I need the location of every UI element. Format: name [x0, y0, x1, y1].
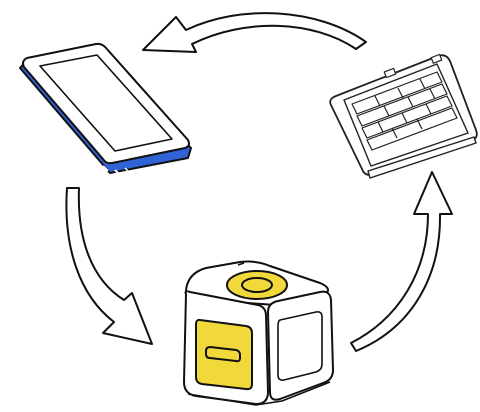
- curved-arrow-left-icon: [142, 12, 367, 53]
- curved-arrow-up-icon: [350, 171, 453, 352]
- smart-cube-device-icon: [183, 260, 334, 406]
- keyboard-device-icon: [329, 53, 478, 179]
- smartphone-icon: [19, 42, 192, 176]
- curved-arrow-down-icon: [65, 187, 153, 345]
